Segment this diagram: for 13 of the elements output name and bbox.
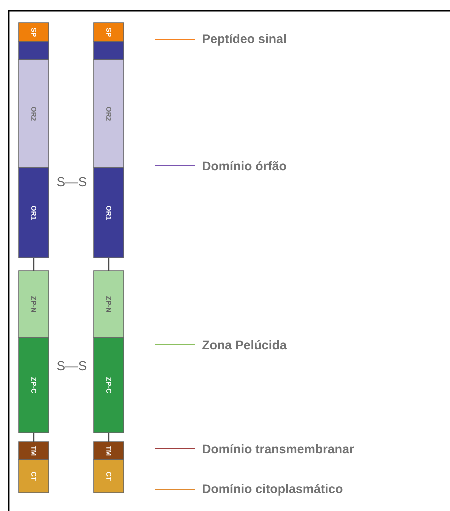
linker-line [33,433,35,442]
legend-text: Domínio transmembranar [203,444,354,454]
legend-text: Domínio órfão [203,161,286,171]
legend-text: Domínio citoplasmático [203,484,343,496]
disulfide-bond-label: S—S [57,177,87,187]
linker-line [108,258,110,271]
disulfide-bond-label: S—S [57,361,87,371]
domain-segment [18,42,50,60]
domain-segment [94,42,124,60]
legend-text: Zona Pelúcida [202,340,288,350]
linker-line [33,258,35,271]
linker-line [108,433,110,442]
legend-text: Peptídeo sinal [203,34,286,46]
